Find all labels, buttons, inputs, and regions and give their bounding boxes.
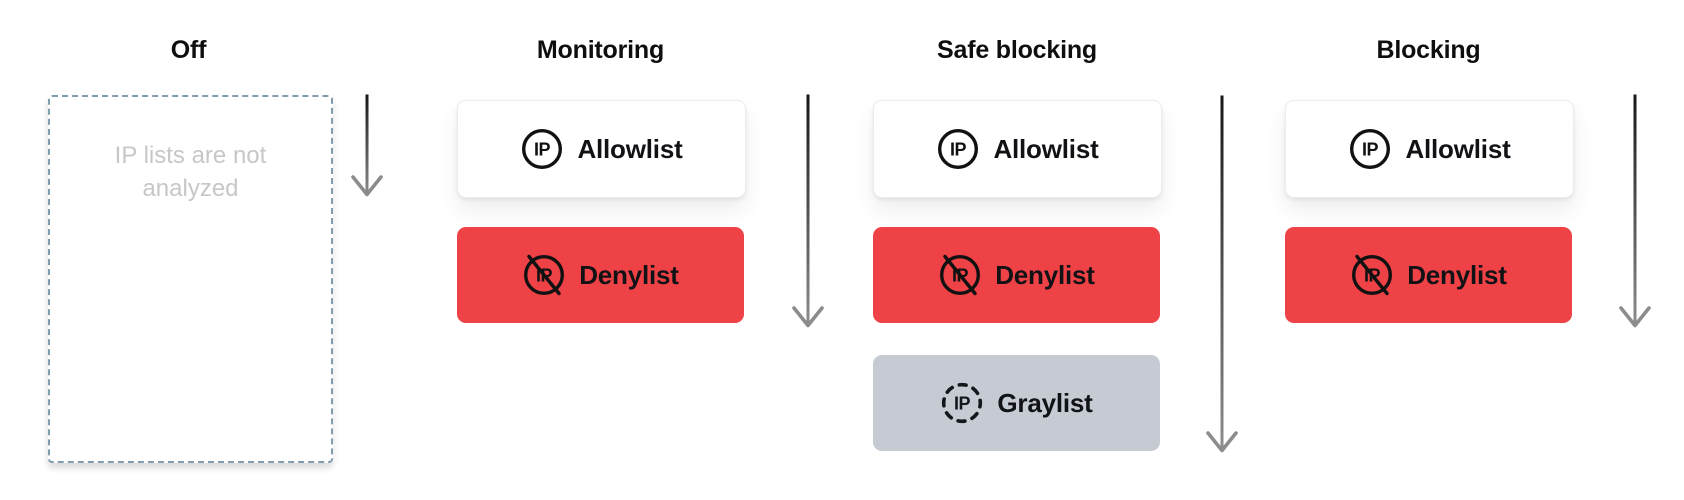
ip-crossed-icon: IP (1350, 253, 1394, 297)
card-label: Graylist (997, 387, 1093, 418)
off-placeholder-text: IP lists are not analyzed (114, 142, 267, 202)
safe-blocking-graylist-card: IP Graylist (873, 355, 1160, 451)
flow-arrow-1 (350, 93, 384, 198)
column-title-monitoring: Monitoring (536, 36, 665, 64)
ip-crossed-icon: IP (938, 253, 982, 297)
card-label: Denylist (995, 259, 1095, 290)
ip-dashed-icon: IP (940, 381, 984, 425)
flow-arrow-3 (1205, 94, 1239, 454)
ip-circle-icon: IP (1348, 127, 1392, 171)
safe-blocking-denylist-card: IP Denylist (873, 227, 1160, 323)
blocking-denylist-card: IP Denylist (1285, 227, 1572, 323)
column-title-blocking: Blocking (1376, 36, 1481, 64)
card-label: Allowlist (1405, 133, 1511, 164)
card-label: Allowlist (577, 133, 683, 164)
ip-circle-icon: IP (520, 127, 564, 171)
column-title-safe-blocking: Safe blocking (937, 36, 1097, 64)
card-label: Denylist (579, 259, 679, 290)
ip-circle-icon: IP (936, 127, 980, 171)
svg-text:IP: IP (534, 140, 551, 160)
card-label: Allowlist (993, 133, 1099, 164)
blocking-allowlist-card: IP Allowlist (1285, 100, 1574, 198)
column-title-off: Off (170, 36, 207, 64)
svg-text:IP: IP (954, 394, 971, 414)
monitoring-denylist-card: IP Denylist (457, 227, 744, 323)
off-empty-box: IP lists are not analyzed (48, 95, 333, 463)
safe-blocking-allowlist-card: IP Allowlist (873, 100, 1162, 198)
flow-arrow-2 (791, 93, 825, 329)
flow-arrow-4 (1618, 93, 1652, 329)
monitoring-allowlist-card: IP Allowlist (457, 100, 746, 198)
svg-text:IP: IP (1362, 140, 1379, 160)
card-label: Denylist (1407, 259, 1507, 290)
ip-crossed-icon: IP (522, 253, 566, 297)
svg-text:IP: IP (950, 140, 967, 160)
